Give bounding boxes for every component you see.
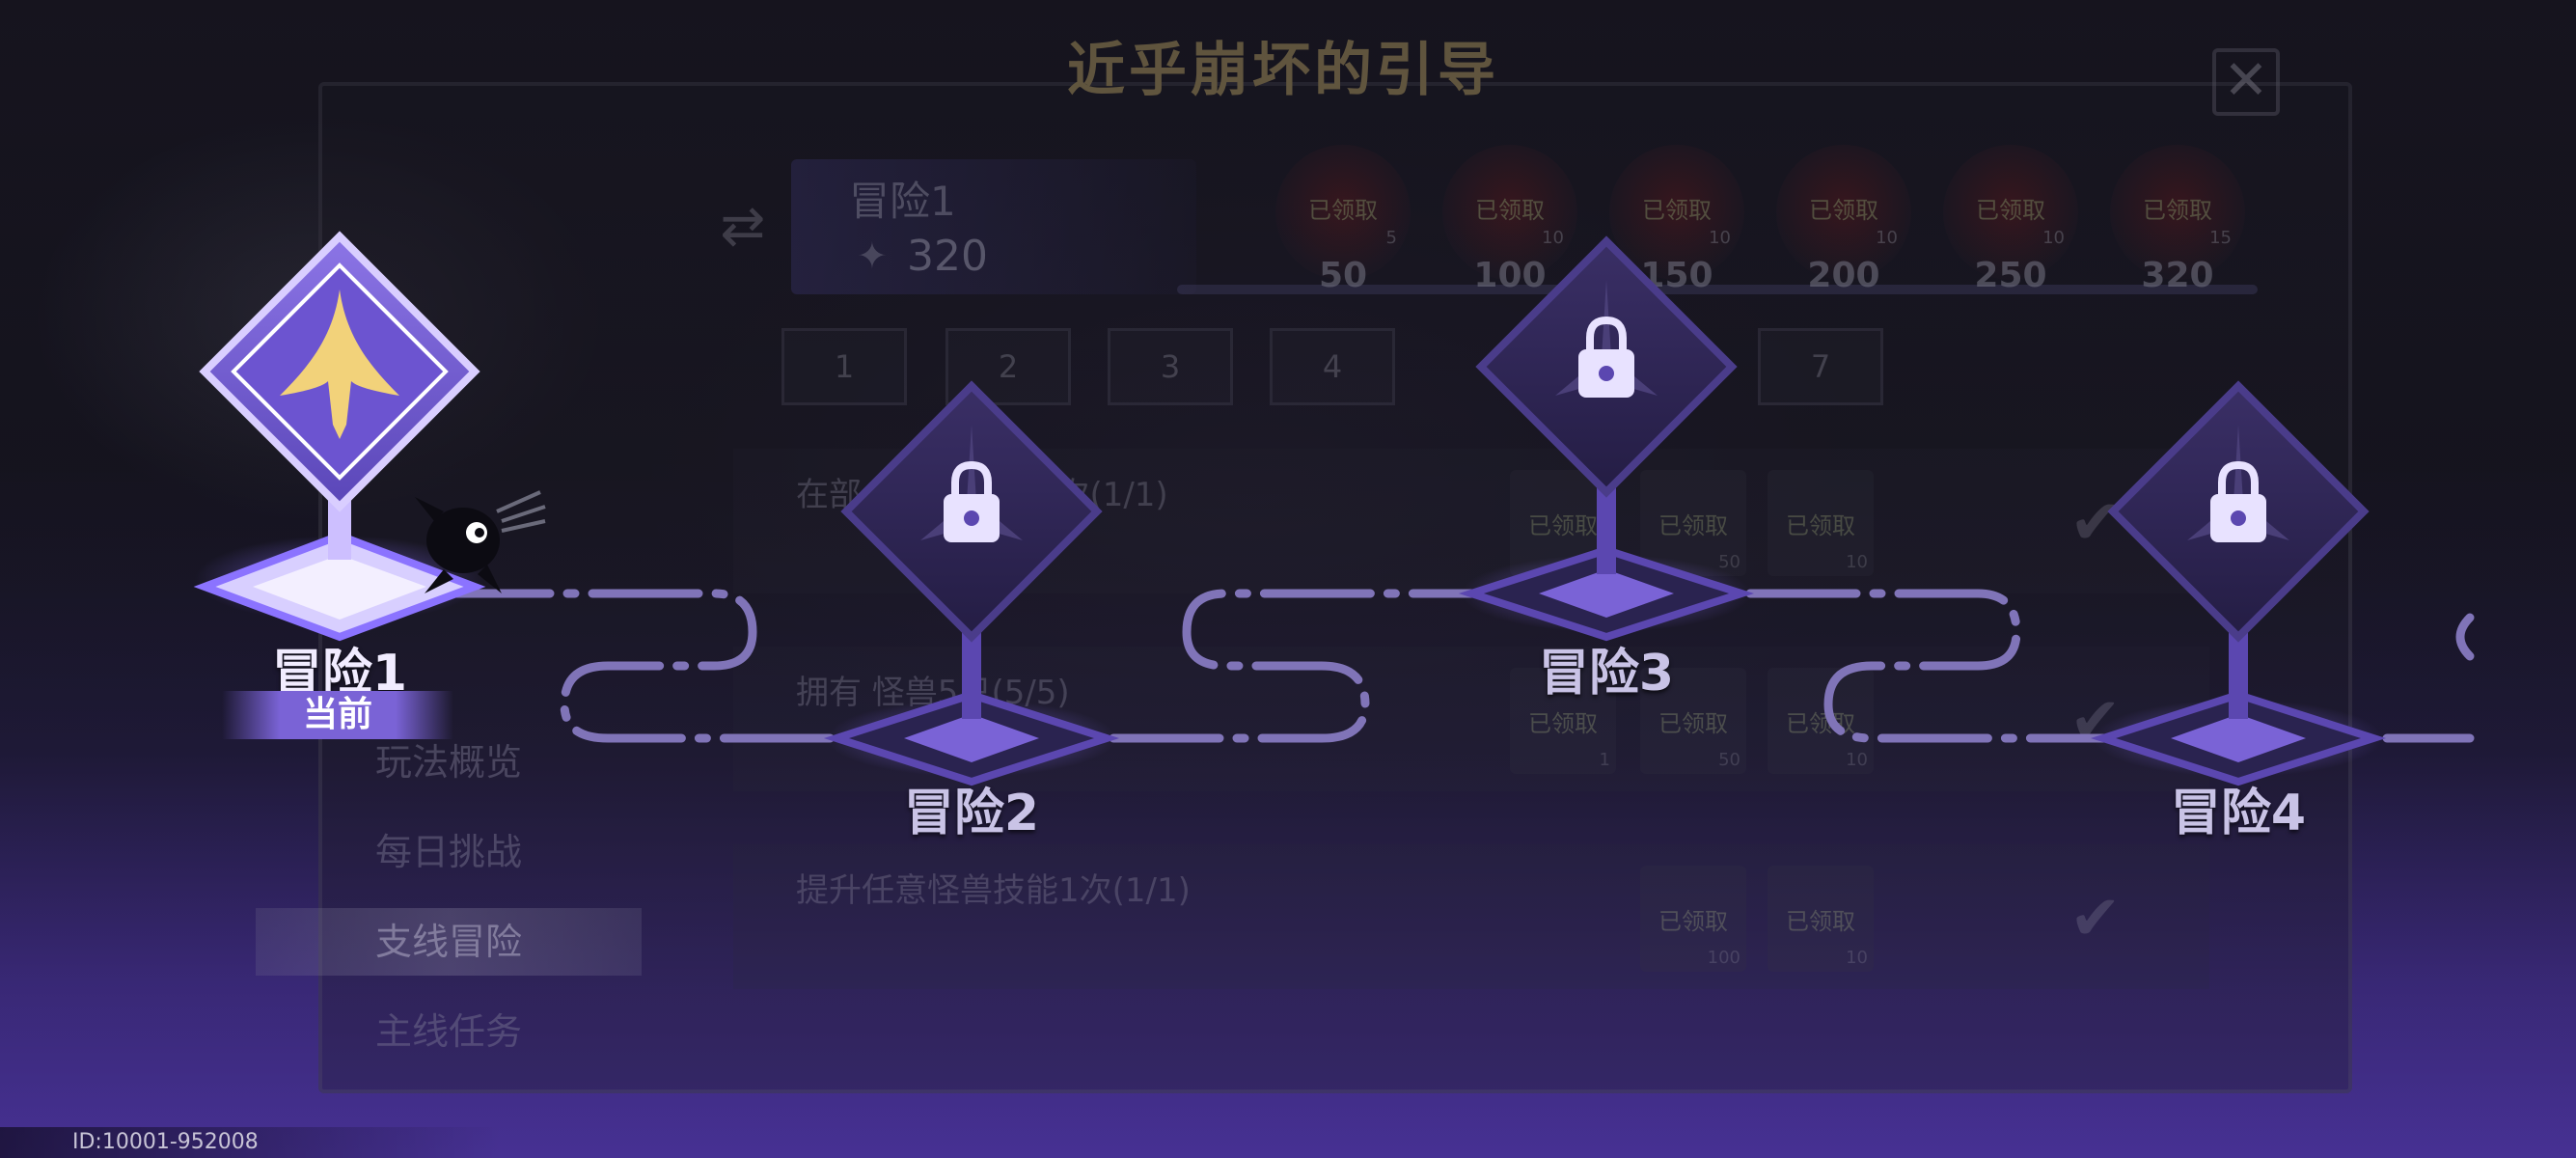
reward-count: 10 xyxy=(1709,228,1731,248)
task-reward-count: 10 xyxy=(1846,948,1868,968)
task-reward-count: 50 xyxy=(1718,750,1740,770)
reward-status: 已领取 xyxy=(1475,197,1545,224)
task-row: 提升任意怪兽技能1次(1/1) 已领取 100 已领取 10 ✔ xyxy=(733,844,2209,989)
reward-medal[interactable]: 已领取 15 xyxy=(2110,145,2245,280)
reward-medal[interactable]: 已领取 10 xyxy=(1442,145,1577,280)
adventure-card-score: 320 xyxy=(907,232,988,281)
adventure-node-4[interactable] xyxy=(2090,380,2387,786)
task-reward-status: 已领取 xyxy=(1786,908,1855,935)
reward-medal[interactable]: 已领取 5 xyxy=(1275,145,1411,280)
task-reward-status: 已领取 xyxy=(1658,710,1728,737)
reward-progress-track xyxy=(1177,285,2258,294)
adventure-node-4-label: 冒险4 xyxy=(2170,785,2307,842)
crest-icon xyxy=(920,425,1023,540)
adventure-node-3-label: 冒险3 xyxy=(1538,645,1675,703)
tab-day-3[interactable]: 3 xyxy=(1108,328,1233,405)
reward-status: 已领取 xyxy=(1308,197,1378,224)
reward-threshold: 100 xyxy=(1473,256,1547,295)
adventure-card[interactable]: 冒险1 ✦ 320 xyxy=(791,159,1196,294)
node-pedestal-top xyxy=(1539,569,1674,618)
task-reward-count: 100 xyxy=(1707,948,1740,968)
task-reward-status: 已领取 xyxy=(1528,512,1598,539)
task-reward[interactable]: 已领取 100 xyxy=(1640,866,1746,972)
task-reward-status: 已领取 xyxy=(1528,710,1598,737)
node-pillar xyxy=(962,632,981,719)
task-reward[interactable]: 已领取 50 xyxy=(1640,470,1746,576)
check-icon: ✔ xyxy=(2069,883,2122,954)
swap-icon[interactable]: ⇄ xyxy=(720,195,766,258)
adventure-node-3[interactable] xyxy=(1458,235,1755,642)
node-pillar xyxy=(1597,487,1616,574)
task-reward-count: 1 xyxy=(1599,750,1610,770)
task-reward[interactable]: 已领取 1 xyxy=(1510,668,1616,774)
panel-title: 近乎崩坏的引导 xyxy=(1067,37,1499,104)
tab-day-4[interactable]: 4 xyxy=(1270,328,1395,405)
task-reward-count: 50 xyxy=(1718,552,1740,572)
task-reward-status: 已领取 xyxy=(1786,512,1855,539)
crest-icon xyxy=(2187,425,2289,540)
tab-day-1[interactable]: 1 xyxy=(781,328,907,405)
menu-item-side-adventure[interactable]: 支线冒险 xyxy=(256,908,642,976)
adventure-card-title: 冒险1 xyxy=(849,178,956,225)
reward-threshold: 320 xyxy=(2141,256,2214,295)
node-pillar xyxy=(2229,632,2248,719)
crest-icon xyxy=(280,290,399,439)
reward-status: 已领取 xyxy=(1809,197,1878,224)
menu-item-main-quest[interactable]: 主线任务 xyxy=(374,1010,522,1053)
reward-count: 15 xyxy=(2209,228,2232,248)
reward-count: 10 xyxy=(1876,228,1898,248)
reward-count: 10 xyxy=(1542,228,1564,248)
close-button[interactable]: ✕ xyxy=(2212,48,2280,116)
adventure-node-1[interactable] xyxy=(193,231,486,642)
lock-icon xyxy=(1578,316,1634,398)
task-reward[interactable]: 已领取 10 xyxy=(1768,470,1874,576)
task-reward-count: 10 xyxy=(1846,552,1868,572)
player-id: ID:10001-952008 xyxy=(0,1127,502,1158)
menu-item-daily-challenge[interactable]: 每日挑战 xyxy=(374,831,522,873)
lock-icon xyxy=(944,460,1000,542)
task-reward[interactable]: 已领取 50 xyxy=(1640,668,1746,774)
task-reward[interactable]: 已领取 10 xyxy=(1768,668,1874,774)
reward-threshold: 200 xyxy=(1807,256,1880,295)
current-badge: 当前 xyxy=(222,691,453,739)
check-icon: ✔ xyxy=(2069,487,2122,559)
reward-status: 已领取 xyxy=(2143,197,2212,224)
score-icon: ✦ xyxy=(857,234,888,277)
node-pedestal-top xyxy=(904,714,1039,762)
menu-item-overview[interactable]: 玩法概览 xyxy=(374,741,522,784)
player-marker-icon xyxy=(415,490,546,593)
reward-count: 10 xyxy=(2042,228,2065,248)
reward-medal[interactable]: 已领取 10 xyxy=(1609,145,1744,280)
tab-day-7[interactable]: 7 xyxy=(1758,328,1883,405)
crest-icon xyxy=(1555,280,1658,396)
adventure-node-2[interactable] xyxy=(823,380,1120,786)
reward-medal[interactable]: 已领取 10 xyxy=(1943,145,2078,280)
reward-threshold: 50 xyxy=(1318,256,1368,295)
task-reward-status: 已领取 xyxy=(1658,908,1728,935)
lock-icon xyxy=(2210,460,2266,542)
reward-status: 已领取 xyxy=(1642,197,1712,224)
adventure-node-2-label: 冒险2 xyxy=(903,785,1040,842)
tab-day-2[interactable]: 2 xyxy=(945,328,1071,405)
node-pedestal-top xyxy=(253,555,426,620)
task-text: 提升任意怪兽技能1次(1/1) xyxy=(796,871,1191,910)
task-reward-status: 已领取 xyxy=(1658,512,1728,539)
task-reward-count: 10 xyxy=(1846,750,1868,770)
reward-count: 5 xyxy=(1385,228,1397,248)
task-reward[interactable]: 已领取 10 xyxy=(1768,866,1874,972)
reward-status: 已领取 xyxy=(1976,197,2045,224)
node-pedestal-top xyxy=(2171,714,2306,762)
reward-medal[interactable]: 已领取 10 xyxy=(1776,145,1911,280)
reward-threshold: 250 xyxy=(1974,256,2047,295)
